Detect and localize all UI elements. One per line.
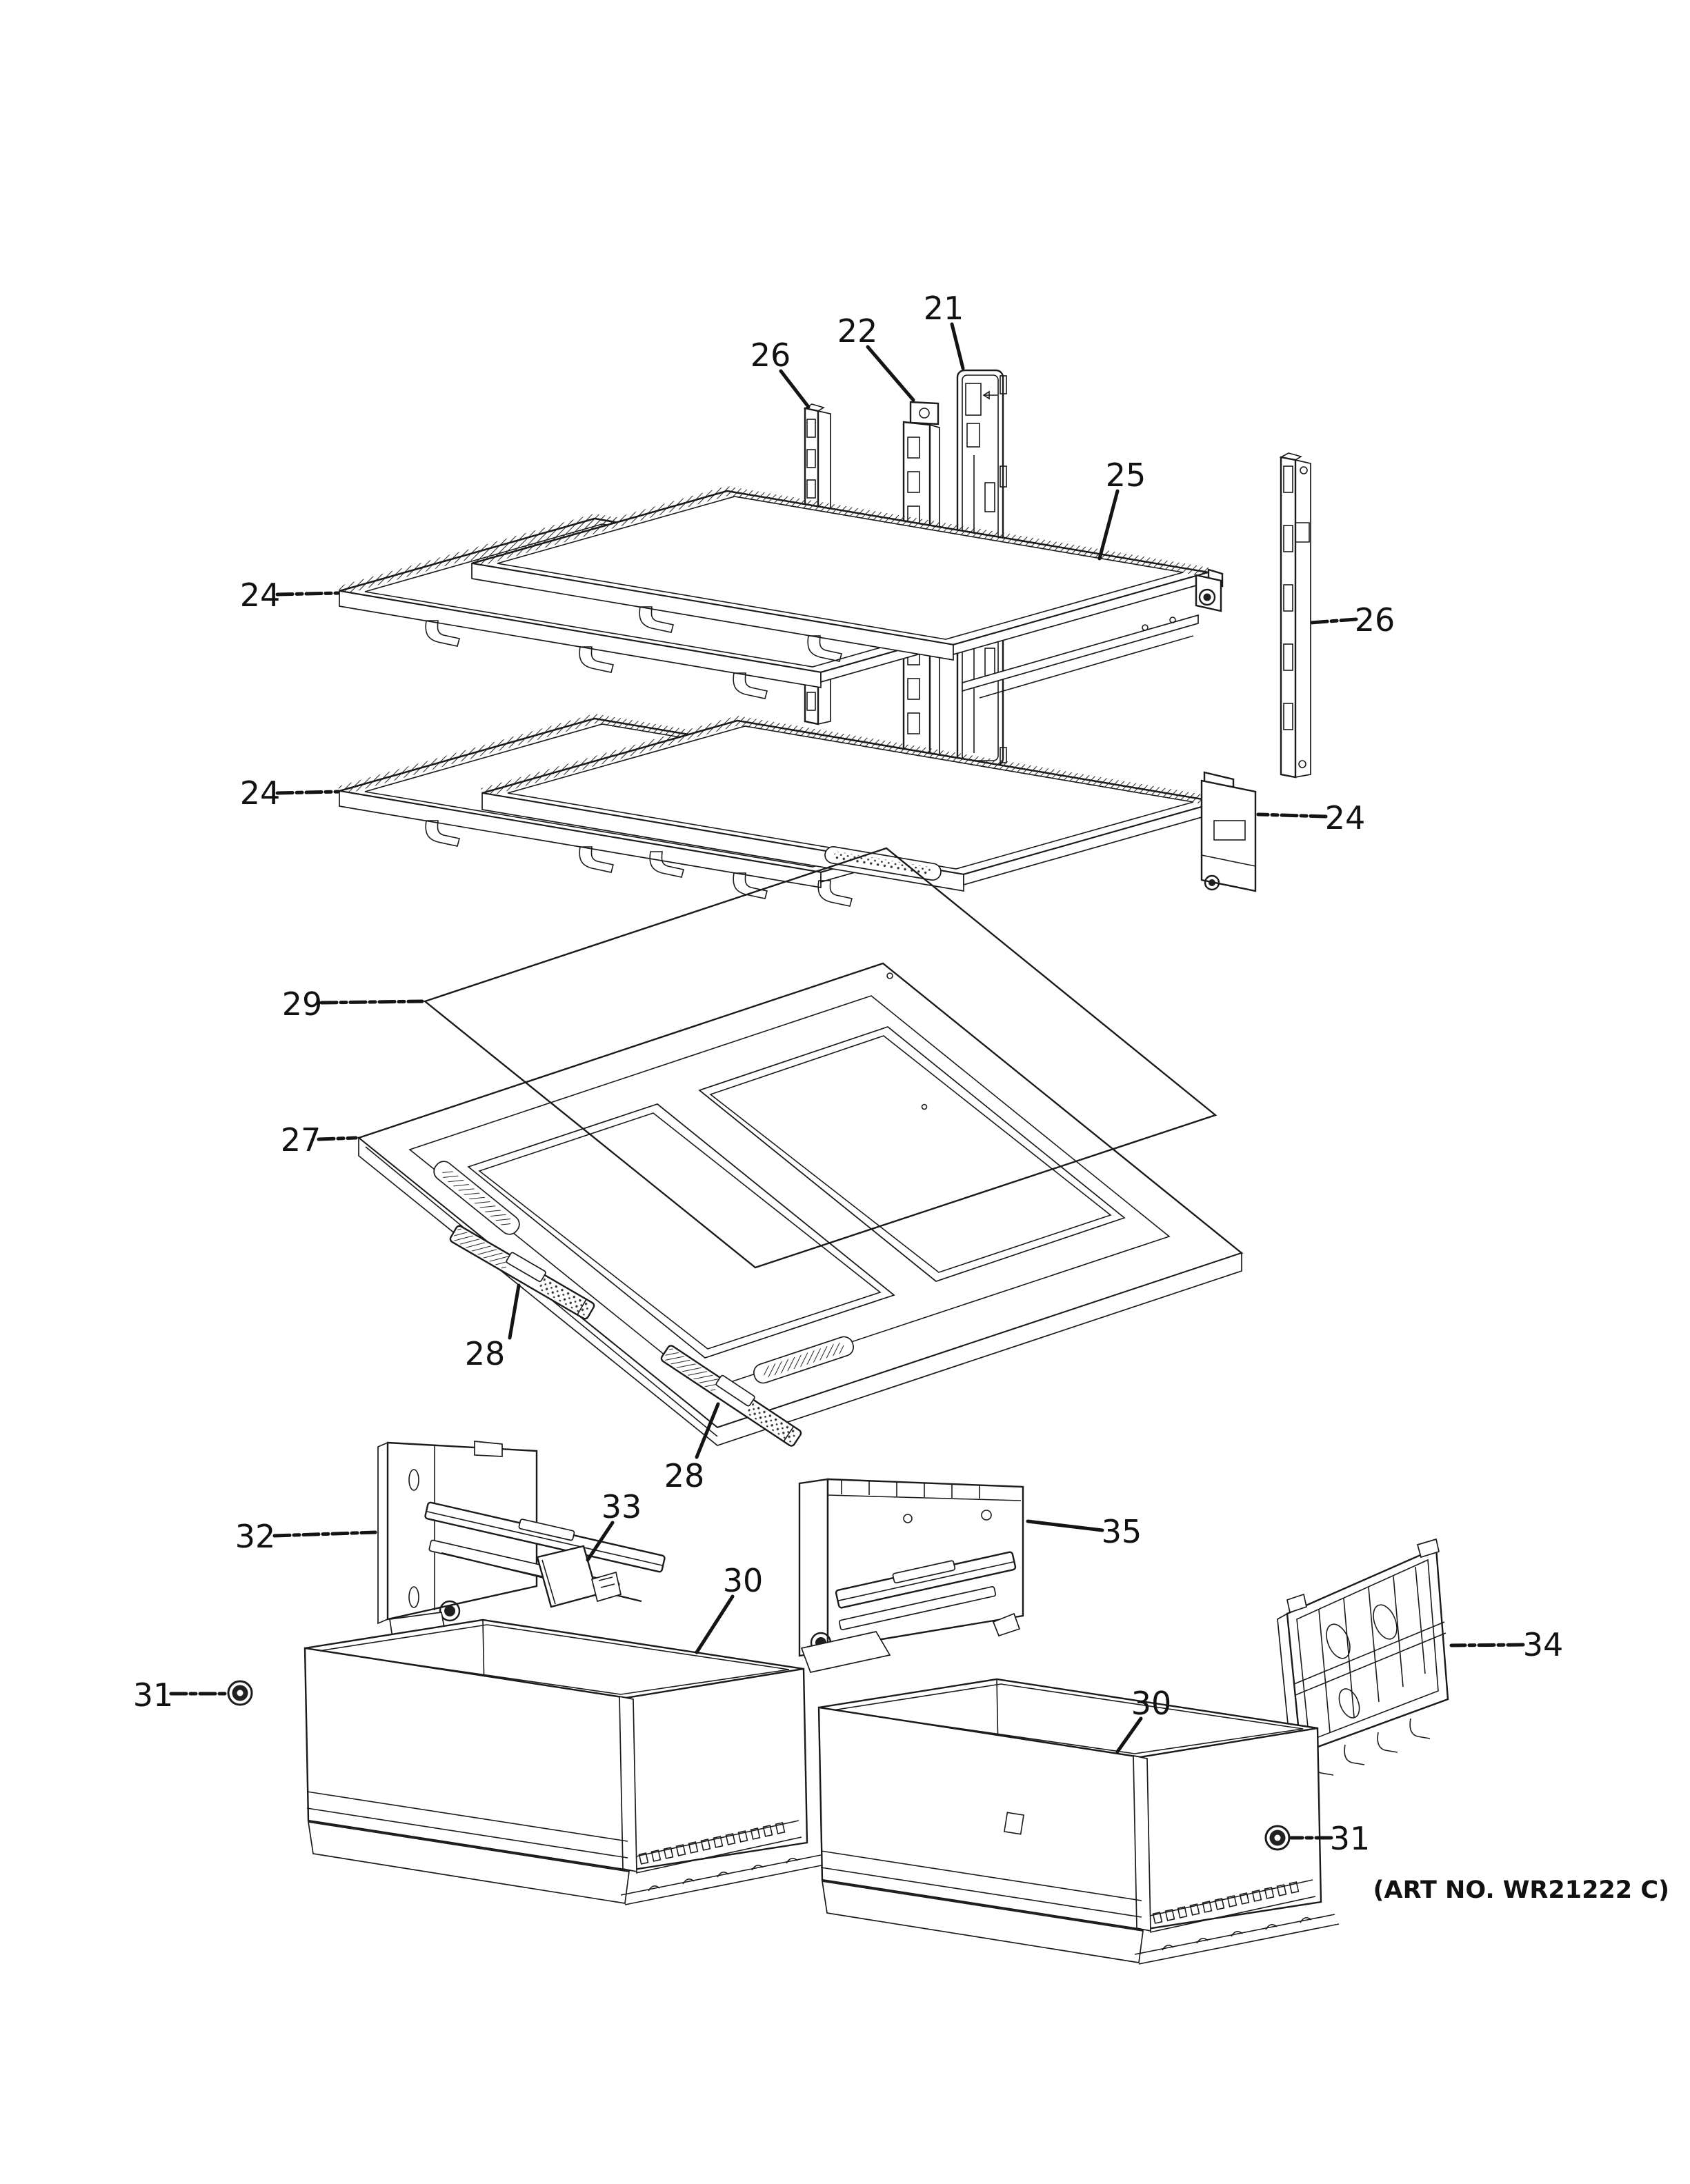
callout-28-left-leader bbox=[508, 1283, 521, 1340]
callout-27-leader bbox=[317, 1136, 358, 1141]
callout-24-right-leader bbox=[1256, 812, 1328, 819]
part-grommet-31-right bbox=[1264, 1825, 1291, 1851]
callout-28-left-label: 28 bbox=[465, 1335, 506, 1372]
callout-32-label: 32 bbox=[235, 1518, 276, 1555]
part-trim-strip-28-right bbox=[660, 1345, 802, 1447]
callout-26-right-leader bbox=[1309, 617, 1358, 625]
callout-34-label: 34 bbox=[1523, 1626, 1564, 1663]
callout-26-right-label: 26 bbox=[1355, 601, 1395, 639]
callout-25-label: 25 bbox=[1106, 457, 1146, 494]
callout-30-right-label: 30 bbox=[1131, 1685, 1172, 1722]
part-drawer-30-right bbox=[817, 1678, 1340, 1965]
callout-21-leader bbox=[950, 322, 965, 370]
part-shelf-24-row2-right bbox=[481, 715, 1257, 907]
callout-26-left-label: 26 bbox=[750, 337, 791, 374]
part-trim-strip-28-left bbox=[449, 1225, 595, 1320]
callout-24-right-label: 24 bbox=[1325, 799, 1366, 836]
part-slide-bracket-32 bbox=[377, 1441, 666, 1652]
callout-22-label: 22 bbox=[837, 312, 878, 350]
callout-22-leader bbox=[866, 345, 915, 402]
callout-28-right-leader bbox=[695, 1402, 720, 1459]
callout-24-top-left-leader bbox=[275, 591, 340, 597]
part-drawer-30-left bbox=[304, 1619, 826, 1906]
callout-28-right-label: 28 bbox=[664, 1457, 705, 1494]
part-rail-26-right bbox=[1279, 452, 1311, 779]
callout-24-top-left-label: 24 bbox=[240, 577, 281, 614]
part-slide-bracket-35 bbox=[798, 1478, 1024, 1673]
callout-30-left-leader bbox=[695, 1594, 735, 1654]
art-number: (ART NO. WR21222 C) bbox=[1373, 1876, 1669, 1904]
callout-24-bottom-left-label: 24 bbox=[240, 774, 281, 812]
callout-26-left-leader bbox=[779, 369, 811, 409]
callout-25-leader bbox=[1097, 489, 1120, 561]
callout-33-label: 33 bbox=[602, 1488, 642, 1525]
callout-29-leader bbox=[319, 999, 424, 1005]
callout-29-label: 29 bbox=[282, 985, 323, 1023]
part-grommet-31-left bbox=[227, 1680, 253, 1706]
callout-30-left-label: 30 bbox=[723, 1562, 764, 1599]
part-glass-29 bbox=[423, 847, 1217, 1269]
callout-33-leader bbox=[586, 1521, 615, 1562]
shelf-end-cap bbox=[1195, 568, 1224, 612]
callout-32-leader bbox=[272, 1530, 377, 1538]
callout-31-left-label: 31 bbox=[133, 1676, 174, 1714]
callout-30-right-leader bbox=[1115, 1716, 1143, 1754]
shelf-end-bracket bbox=[1200, 771, 1257, 892]
callout-24-bottom-left-leader bbox=[275, 790, 340, 795]
callout-35-leader bbox=[1026, 1519, 1104, 1532]
part-shelf-frame-27 bbox=[357, 962, 1244, 1446]
callout-21-label: 21 bbox=[924, 290, 964, 327]
callout-27-label: 27 bbox=[281, 1121, 321, 1159]
callout-31-right-label: 31 bbox=[1330, 1820, 1371, 1857]
callouts: 21 22 26 25 26 24 24 24 29 27 28 28 32 3… bbox=[133, 290, 1564, 1857]
part-cover-33 bbox=[536, 1545, 622, 1608]
callout-35-label: 35 bbox=[1102, 1513, 1142, 1550]
part-rear-panel-34 bbox=[1277, 1538, 1449, 1776]
part-shelf-25 bbox=[470, 485, 1224, 699]
